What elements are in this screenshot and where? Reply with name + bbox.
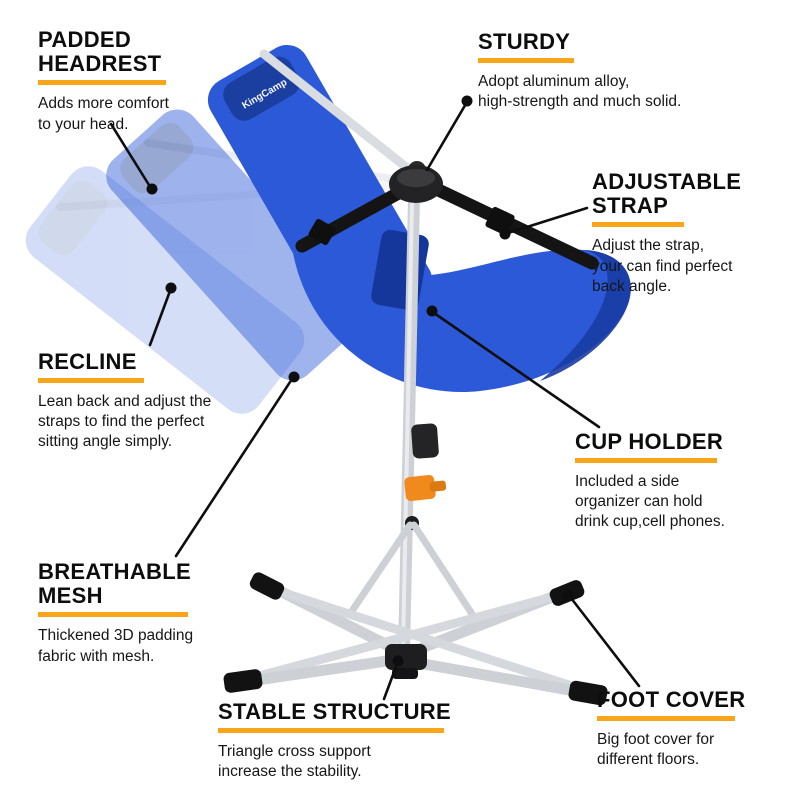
leader-dot-sturdy (461, 95, 473, 107)
ghost-back-fabric (25, 166, 305, 414)
callout-description: Lean back and adjust the straps to find … (38, 393, 212, 451)
callout-description: Adopt aluminum alloy, high-strength and … (478, 73, 682, 111)
pole-adjuster-black (411, 423, 439, 459)
cross-brace-1 (273, 586, 583, 693)
callout-padded-headrest: PADDED HEADREST Adds more comfort to you… (38, 27, 169, 135)
callout-description: Triangle cross support increase the stab… (218, 743, 371, 781)
title-underline (38, 378, 144, 384)
leader-dot-padded-headrest (146, 183, 158, 195)
base-frame (223, 516, 608, 706)
foot-cover-front-right (568, 680, 608, 706)
title-underline (592, 222, 684, 228)
leader-dots (146, 95, 574, 667)
callout-description: Adds more comfort to your head. (38, 95, 169, 133)
ghost-chair-back-1 (106, 109, 364, 381)
callout-cup-holder: CUP HOLDER Included a side organizer can… (575, 429, 725, 533)
strap-left-buckle (308, 218, 336, 246)
leader-line-breathable-mesh (174, 377, 294, 558)
callout-breathable-mesh: BREATHABLE MESH Thickened 3D padding fab… (38, 559, 194, 667)
leader-dot-recline (165, 282, 177, 294)
leader-line-foot-cover (569, 596, 641, 688)
callout-description: Big foot cover for different floors. (597, 731, 715, 769)
hub-highlight (397, 169, 435, 187)
base-center-foot (392, 668, 418, 679)
strut-left (346, 521, 414, 618)
leader-lines (109, 100, 641, 701)
ghost-headrest-pillow (38, 180, 108, 256)
callout-description: Included a side organizer can hold drink… (575, 473, 725, 531)
callout-title: ADJUSTABLE STRAP (592, 169, 742, 219)
leader-dot-adjustable-strap (499, 228, 511, 240)
callout-title: PADDED HEADREST (38, 27, 162, 77)
ghost-back-fabric (106, 109, 364, 381)
strut-right (410, 521, 478, 621)
leg-front-left (244, 653, 406, 687)
callout-description: Thickened 3D padding fabric with mesh. (38, 627, 194, 665)
leg-front-right (401, 655, 586, 698)
callout-title: FOOT COVER (597, 687, 746, 712)
leader-dot-foot-cover (562, 589, 574, 601)
title-underline (575, 458, 717, 464)
callout-title: STURDY (478, 29, 571, 54)
title-underline (597, 716, 735, 722)
strap-right-buckle (485, 206, 515, 236)
ghost-chair-back-2 (25, 166, 305, 414)
callout-adjustable-strap: ADJUSTABLE STRAP Adjust the strap, your … (592, 169, 742, 297)
leader-line-recline (148, 289, 172, 347)
leader-line-cup-holder (432, 311, 601, 429)
callout-title: BREATHABLE MESH (38, 559, 191, 609)
base-center-joint (385, 644, 427, 670)
pole-clamp-orange (404, 474, 447, 502)
callout-stable-structure: STABLE STRUCTURE Triangle cross support … (218, 699, 451, 782)
title-underline (38, 612, 188, 618)
leader-line-adjustable-strap (506, 206, 589, 235)
back-fabric (207, 44, 433, 336)
leader-line-stable-structure (382, 662, 399, 701)
back-rail-pole (259, 49, 426, 184)
main-pole-highlight (401, 200, 414, 650)
callout-sturdy: STURDY Adopt aluminum alloy, high-streng… (478, 29, 682, 112)
leader-line-sturdy (425, 100, 469, 172)
cross-brace-2 (247, 591, 561, 683)
callout-foot-cover: FOOT COVER Big foot cover for different … (597, 687, 746, 770)
title-underline (38, 80, 166, 86)
foot-cover-front-left (223, 669, 263, 693)
leader-dot-stable-structure (392, 655, 404, 667)
foot-cover-back-left (249, 572, 285, 600)
callout-recline: RECLINE Lean back and adjust the straps … (38, 349, 212, 453)
callout-description: Adjust the strap, your can find perfect … (592, 237, 733, 295)
seat-edge-shading (540, 250, 631, 381)
leader-line-padded-headrest (109, 122, 151, 187)
callout-title: RECLINE (38, 349, 137, 374)
leader-dot-breathable-mesh (288, 371, 300, 383)
callout-title: CUP HOLDER (575, 429, 724, 454)
ghost-headrest-pillow (120, 122, 194, 194)
leader-dot-cup-holder (426, 305, 438, 317)
callout-title: STABLE STRUCTURE (218, 699, 451, 724)
title-underline (478, 58, 574, 64)
title-underline (218, 728, 444, 734)
